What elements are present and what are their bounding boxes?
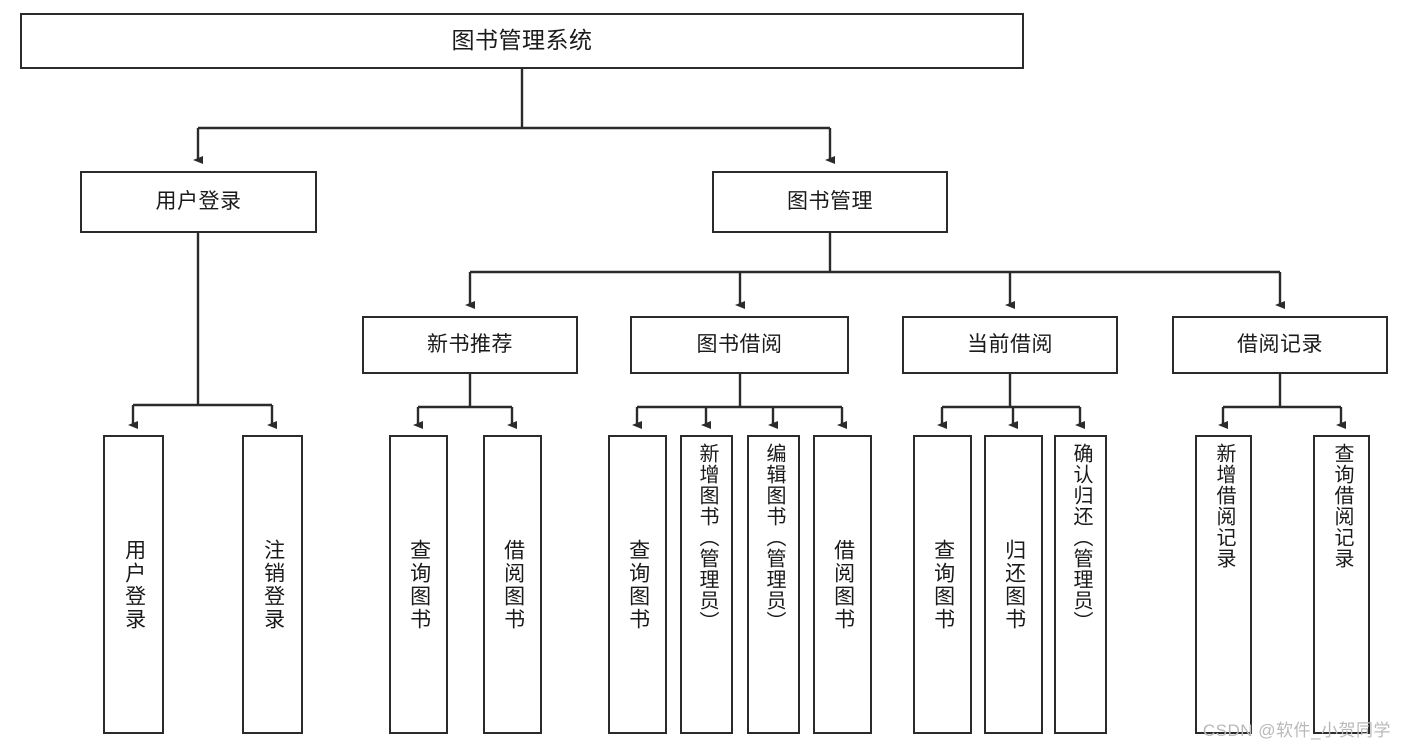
- leaf-borrow-book[interactable]: 借阅图书: [813, 435, 872, 734]
- leaf-query-book-new[interactable]: 查询图书: [389, 435, 448, 734]
- leaf-add-book-admin-label: 新增图书（管理员）: [696, 443, 718, 632]
- watermark: CSDN @软件_小贺同学: [1202, 721, 1391, 740]
- node-new-book-recommend[interactable]: 新书推荐: [362, 316, 578, 374]
- node-book-borrow-label: 图书借阅: [696, 332, 783, 356]
- node-book-management-label: 图书管理: [787, 189, 873, 213]
- leaf-query-borrow-record[interactable]: 查询借阅记录: [1313, 435, 1370, 734]
- leaf-add-borrow-record[interactable]: 新增借阅记录: [1195, 435, 1252, 734]
- leaf-borrow-book-new[interactable]: 借阅图书: [483, 435, 542, 734]
- node-new-book-recommend-label: 新书推荐: [427, 332, 513, 356]
- leaf-query-book-new-label: 查询图书: [407, 538, 431, 631]
- leaf-query-book-current[interactable]: 查询图书: [913, 435, 972, 734]
- leaf-add-book-admin[interactable]: 新增图书（管理员）: [680, 435, 733, 734]
- node-root-label: 图书管理系统: [451, 27, 593, 54]
- leaf-logout-label: 注销登录: [261, 538, 285, 631]
- node-book-management[interactable]: 图书管理: [712, 171, 948, 233]
- leaf-borrow-book-label: 借阅图书: [831, 538, 855, 631]
- node-root[interactable]: 图书管理系统: [20, 13, 1024, 69]
- leaf-edit-book-admin[interactable]: 编辑图书（管理员）: [747, 435, 800, 734]
- node-borrow-record-label: 借阅记录: [1237, 332, 1323, 356]
- leaf-query-book-borrow[interactable]: 查询图书: [608, 435, 667, 734]
- leaf-confirm-return-admin-label: 确认归还（管理员）: [1070, 443, 1092, 632]
- leaf-query-book-borrow-label: 查询图书: [626, 538, 650, 631]
- leaf-query-book-current-label: 查询图书: [931, 538, 955, 631]
- leaf-user-login-label: 用户登录: [122, 538, 146, 631]
- leaf-return-book[interactable]: 归还图书: [984, 435, 1043, 734]
- node-user-login[interactable]: 用户登录: [80, 171, 317, 233]
- leaf-edit-book-admin-label: 编辑图书（管理员）: [763, 443, 785, 632]
- leaf-query-borrow-record-label: 查询借阅记录: [1331, 443, 1353, 569]
- leaf-return-book-label: 归还图书: [1002, 538, 1026, 631]
- node-current-borrow-label: 当前借阅: [967, 332, 1053, 356]
- leaf-borrow-book-new-label: 借阅图书: [501, 538, 525, 631]
- node-user-login-label: 用户登录: [155, 189, 242, 213]
- node-current-borrow[interactable]: 当前借阅: [902, 316, 1118, 374]
- node-borrow-record[interactable]: 借阅记录: [1172, 316, 1388, 374]
- leaf-logout[interactable]: 注销登录: [242, 435, 303, 734]
- leaf-add-borrow-record-label: 新增借阅记录: [1213, 443, 1235, 569]
- node-book-borrow[interactable]: 图书借阅: [630, 316, 849, 374]
- leaf-user-login[interactable]: 用户登录: [103, 435, 164, 734]
- leaf-confirm-return-admin[interactable]: 确认归还（管理员）: [1054, 435, 1107, 734]
